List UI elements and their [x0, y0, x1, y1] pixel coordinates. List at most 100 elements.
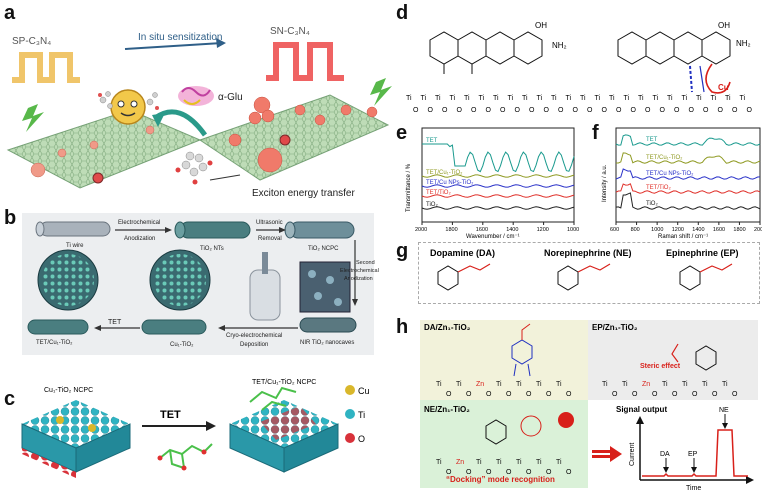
chart-f-series-label: TiO₂ — [646, 201, 658, 207]
lattice-o-atom: O — [689, 107, 695, 114]
chart-f-tick-label: 800 — [631, 227, 640, 233]
chart-f-series-line — [615, 183, 761, 194]
lattice-ti-atom: Ti — [580, 95, 586, 102]
lattice-o-atom: O — [442, 107, 448, 114]
lattice-o-atom: O — [428, 107, 434, 114]
chart-e-series-line — [421, 206, 575, 210]
lattice-ti-atom: Ti — [702, 381, 708, 388]
chart-f-tick-label: 1400 — [692, 227, 704, 233]
chart-e-tick-label: 1000 — [567, 227, 579, 233]
lattice-o-atom: O — [612, 391, 618, 398]
chart-f-series-label: TET/Cu₁-TiO₂ — [646, 155, 683, 161]
chart-f-series-label: TET/TiO₂ — [646, 185, 671, 191]
lattice-ti-atom: Ti — [516, 459, 522, 466]
lattice-o-atom: O — [486, 107, 492, 114]
lattice-ti-atom: Ti — [456, 381, 462, 388]
lattice-ti-atom: Ti — [436, 381, 442, 388]
lightning-icon-right — [370, 78, 392, 106]
panel-label-a: a — [4, 2, 16, 24]
panel-g-box — [418, 242, 760, 304]
lattice-ti-atom: Ti — [556, 381, 562, 388]
lightning-icon-left — [22, 104, 44, 132]
oh-label-left: OH — [535, 21, 547, 30]
lattice-o-atom: O — [660, 107, 666, 114]
lattice-o-atom: O — [645, 107, 651, 114]
dopamine-ring — [437, 265, 459, 291]
lattice-ti-atom: Ti — [464, 95, 470, 102]
steric-effect-label: Steric effect — [640, 363, 681, 370]
ne-ion-badge — [558, 412, 574, 428]
nir-nanocaves — [299, 261, 357, 333]
lattice-ti-atom: Ti — [609, 95, 615, 102]
removal-label: Removal — [258, 236, 282, 242]
chart-f-series-line — [615, 168, 761, 180]
h-ep-title: EP/Zn₁-TiO₂ — [592, 323, 638, 332]
chart-e-tick-label: 1800 — [445, 227, 457, 233]
cu1-tio2-label: Cu₁-TiO₂ — [170, 342, 194, 348]
lattice-ti-atom: Ti — [638, 95, 644, 102]
tet-cu-tio2-label: TET/Cu₁-TiO₂ — [36, 340, 73, 346]
legend-o-dot — [345, 433, 355, 443]
chart-e-tick-label: 2000 — [415, 227, 427, 233]
chart-f-series-label: TET/Cu NPs-TiO₂ — [646, 171, 694, 177]
lattice-ti-atom: Ti — [725, 95, 731, 102]
lattice-ti-atom: Ti — [436, 459, 442, 466]
chart-e-tick-label: 1200 — [537, 227, 549, 233]
tet-molecule — [159, 443, 213, 470]
epinephrine-title: Epinephrine (EP) — [666, 248, 739, 258]
lattice-o-atom: O — [712, 391, 718, 398]
chart-f-series-line — [615, 192, 761, 210]
docking-label: “Docking” mode recognition — [446, 475, 555, 484]
chart-e-tick-label: 1400 — [506, 227, 518, 233]
lattice-ti-atom: Ti — [551, 95, 557, 102]
lattice-o-atom: O — [529, 107, 535, 114]
panel-label-f: f — [592, 122, 599, 144]
lattice-o-atom: O — [486, 391, 492, 398]
exciton-label: Exciton energy transfer — [252, 188, 355, 199]
chart-e-series-line — [421, 174, 575, 178]
sn-wave — [266, 42, 344, 81]
signal-trace — [642, 429, 748, 477]
chart-f-series-line — [616, 152, 761, 164]
tet-arrow-label-c: TET — [160, 409, 181, 421]
panel-a-figure: SP-C₃N₄ SN-C₃N₄ In situ sensitization α-… — [6, 26, 392, 199]
ultrasonic-label: Ultrasonic — [256, 220, 283, 226]
lattice-ti-atom: Ti — [496, 381, 502, 388]
lattice-o-atom: O — [703, 107, 709, 114]
cu1-tio2 — [141, 249, 211, 335]
ti-o-lattice: TiOTiOTiOTiOTiOTiOTiOTiOTiOTiOTiOTiOTiOT… — [406, 95, 753, 114]
electrochemical2-label: Electrochemical — [340, 268, 379, 274]
lattice-o-atom: O — [466, 391, 472, 398]
lattice-ti-atom: Ti — [566, 95, 572, 102]
legend-o: O — [358, 434, 365, 444]
chart-e-series-label: TET/Cu₁-TiO₂ — [426, 170, 463, 176]
nir-label: NIR TiO₂ nanocaves — [300, 340, 354, 346]
tetracycline-structure-left — [429, 31, 543, 74]
lattice-o-atom: O — [526, 391, 532, 398]
chart-f-series-line — [615, 134, 761, 146]
signal-output-label: Signal output — [616, 405, 667, 414]
nh2-label-left: NH₂ — [552, 41, 567, 50]
norepinephrine-title: Norepinephrine (NE) — [544, 248, 632, 258]
lattice-ti-atom: Ti — [406, 95, 412, 102]
anodization2-label: Anodization — [344, 276, 373, 282]
panel-d-figure: NH₂ NH₂ OH OH Cu TiOTiOTiOTiOTiOTiOTiOTi… — [406, 21, 753, 114]
panel-label-b: b — [4, 207, 17, 229]
chart-f-series-label: TET — [646, 137, 658, 143]
lattice-ti-atom: Ti — [740, 95, 746, 102]
h-ne-title: NE/Zn₁-TiO₂ — [424, 405, 470, 414]
chart-f-tick-label: 1600 — [713, 227, 725, 233]
chart-e-series-line — [421, 184, 575, 188]
lattice-ti-atom: Ti — [696, 95, 702, 102]
lattice-ti-atom: Ti — [435, 95, 441, 102]
lattice-o-atom: O — [546, 469, 552, 476]
lattice-ti-atom: Ti — [722, 381, 728, 388]
chart-f-tick-label: 1200 — [672, 227, 684, 233]
lattice-o-atom: O — [674, 107, 680, 114]
lattice-o-atom: O — [732, 107, 738, 114]
chart-e-series-label: TET — [426, 138, 438, 144]
peak-ne-label: NE — [719, 407, 729, 414]
chart-f-tick-label: 2000 — [754, 227, 762, 233]
lattice-ti-atom: Ti — [622, 381, 628, 388]
